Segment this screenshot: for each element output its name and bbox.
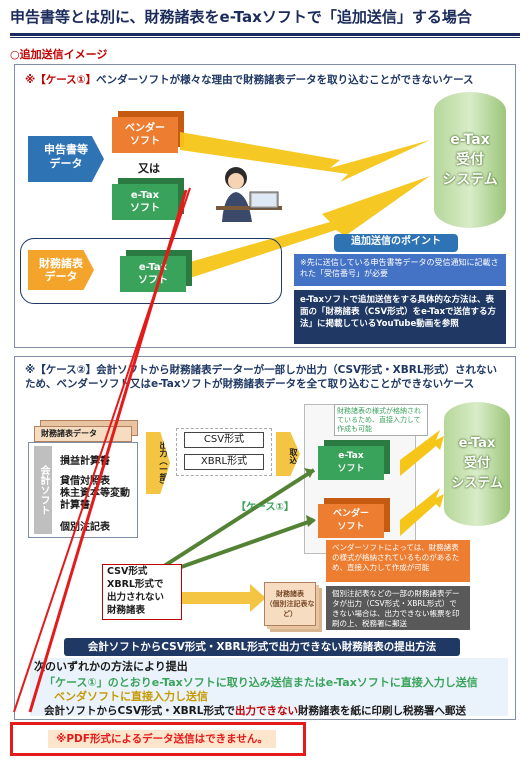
financial-data-arrow: 財務諸表 データ — [28, 250, 94, 290]
or-label: 又は — [138, 162, 160, 175]
point-title: 追加送信のポイント — [334, 234, 458, 252]
method-1b: ベンダソフトに直接入力し送信 — [54, 690, 208, 703]
paper-stack: 財務諸表 （個別注記表など） — [264, 582, 316, 626]
etax-soft-block-2: e-Tax ソフト — [120, 256, 186, 292]
etax-soft-block: e-Tax ソフト — [112, 184, 178, 220]
csv-xbrl-group — [176, 428, 272, 476]
howto-text: e-Taxソフトで追加送信をする具体的な方法は、表面の「財務諸表（CSV形式）を… — [294, 290, 506, 344]
case2-etax-system-cylinder: e-Tax 受付 システム — [444, 402, 510, 526]
title-underline-thin — [10, 37, 520, 38]
case2-heading: ※【ケース②】会計ソフトから財務諸表データーが一部しか出力（CSV形式・XBRL… — [25, 364, 498, 390]
etax-system-cylinder: e-Tax 受付 システム — [434, 92, 506, 228]
case1-link-label: 【ケース①】 — [236, 502, 294, 513]
note-green: 財務諸表の様式が格納されているため、直接入力して作成も可能 — [334, 404, 428, 436]
vendor-soft-block: ベンダー ソフト — [112, 117, 178, 153]
method-band: 会計ソフトからCSV形式・XBRL形式で出力できない財務諸表の提出方法 — [64, 638, 460, 656]
case2-vendor-soft-block: ベンダー ソフト — [318, 504, 384, 538]
point-text: ※先に送信している申告書等データの受信通知に記載された「受信番号」が必要 — [294, 254, 506, 286]
title-underline — [10, 33, 520, 36]
case1-heading: ※【ケース①】ベンダーソフトが様々な理由で財務諸表データを取り込むことができない… — [25, 74, 474, 86]
fs-item-0: 損益計算書 — [60, 456, 110, 467]
fs-data-tab: 財務諸表データ — [34, 426, 132, 442]
filing-data-arrow: 申告書等 データ — [28, 136, 104, 182]
cannot-output-box: CSV形式 XBRL形式で 出力されない 財務諸表 — [102, 564, 182, 620]
note-orange: ベンダーソフトによっては、財務諸表の様式が格納されているものがあるため、直接入力… — [326, 540, 470, 582]
methods-panel — [30, 658, 508, 716]
pdf-notice: ※PDF形式によるデータ送信はできません。 — [48, 730, 276, 748]
case2-etax-soft-block: e-Tax ソフト — [318, 446, 384, 480]
section-label: ○追加送信イメージ — [10, 48, 108, 61]
note-gray: 個別注記表などの一部の財務諸表データが出力（CSV形式・XBRL形式）できない場… — [326, 586, 470, 630]
method-intro: 次のいずれかの方法により提出 — [34, 660, 188, 673]
page-title: 申告書等とは別に、財務諸表をe-Taxソフトで「追加送信」する場合 — [10, 8, 472, 26]
accounting-soft-label: 会計ソフト — [34, 446, 52, 534]
fs-item-1: 貸借対照表 — [60, 476, 110, 487]
method-1: 「ケース①」のとおりe-Taxソフトに取り込み送信またはe-Taxソフトに直接入… — [44, 676, 478, 689]
user-illustration — [216, 167, 282, 222]
method-2: 会計ソフトからCSV形式・XBRL形式で出力できない財務諸表を紙に印刷し税務署へ… — [44, 705, 466, 717]
xbrl-format-box: XBRL形式 — [184, 454, 264, 470]
csv-format-box: CSV形式 — [184, 432, 264, 448]
